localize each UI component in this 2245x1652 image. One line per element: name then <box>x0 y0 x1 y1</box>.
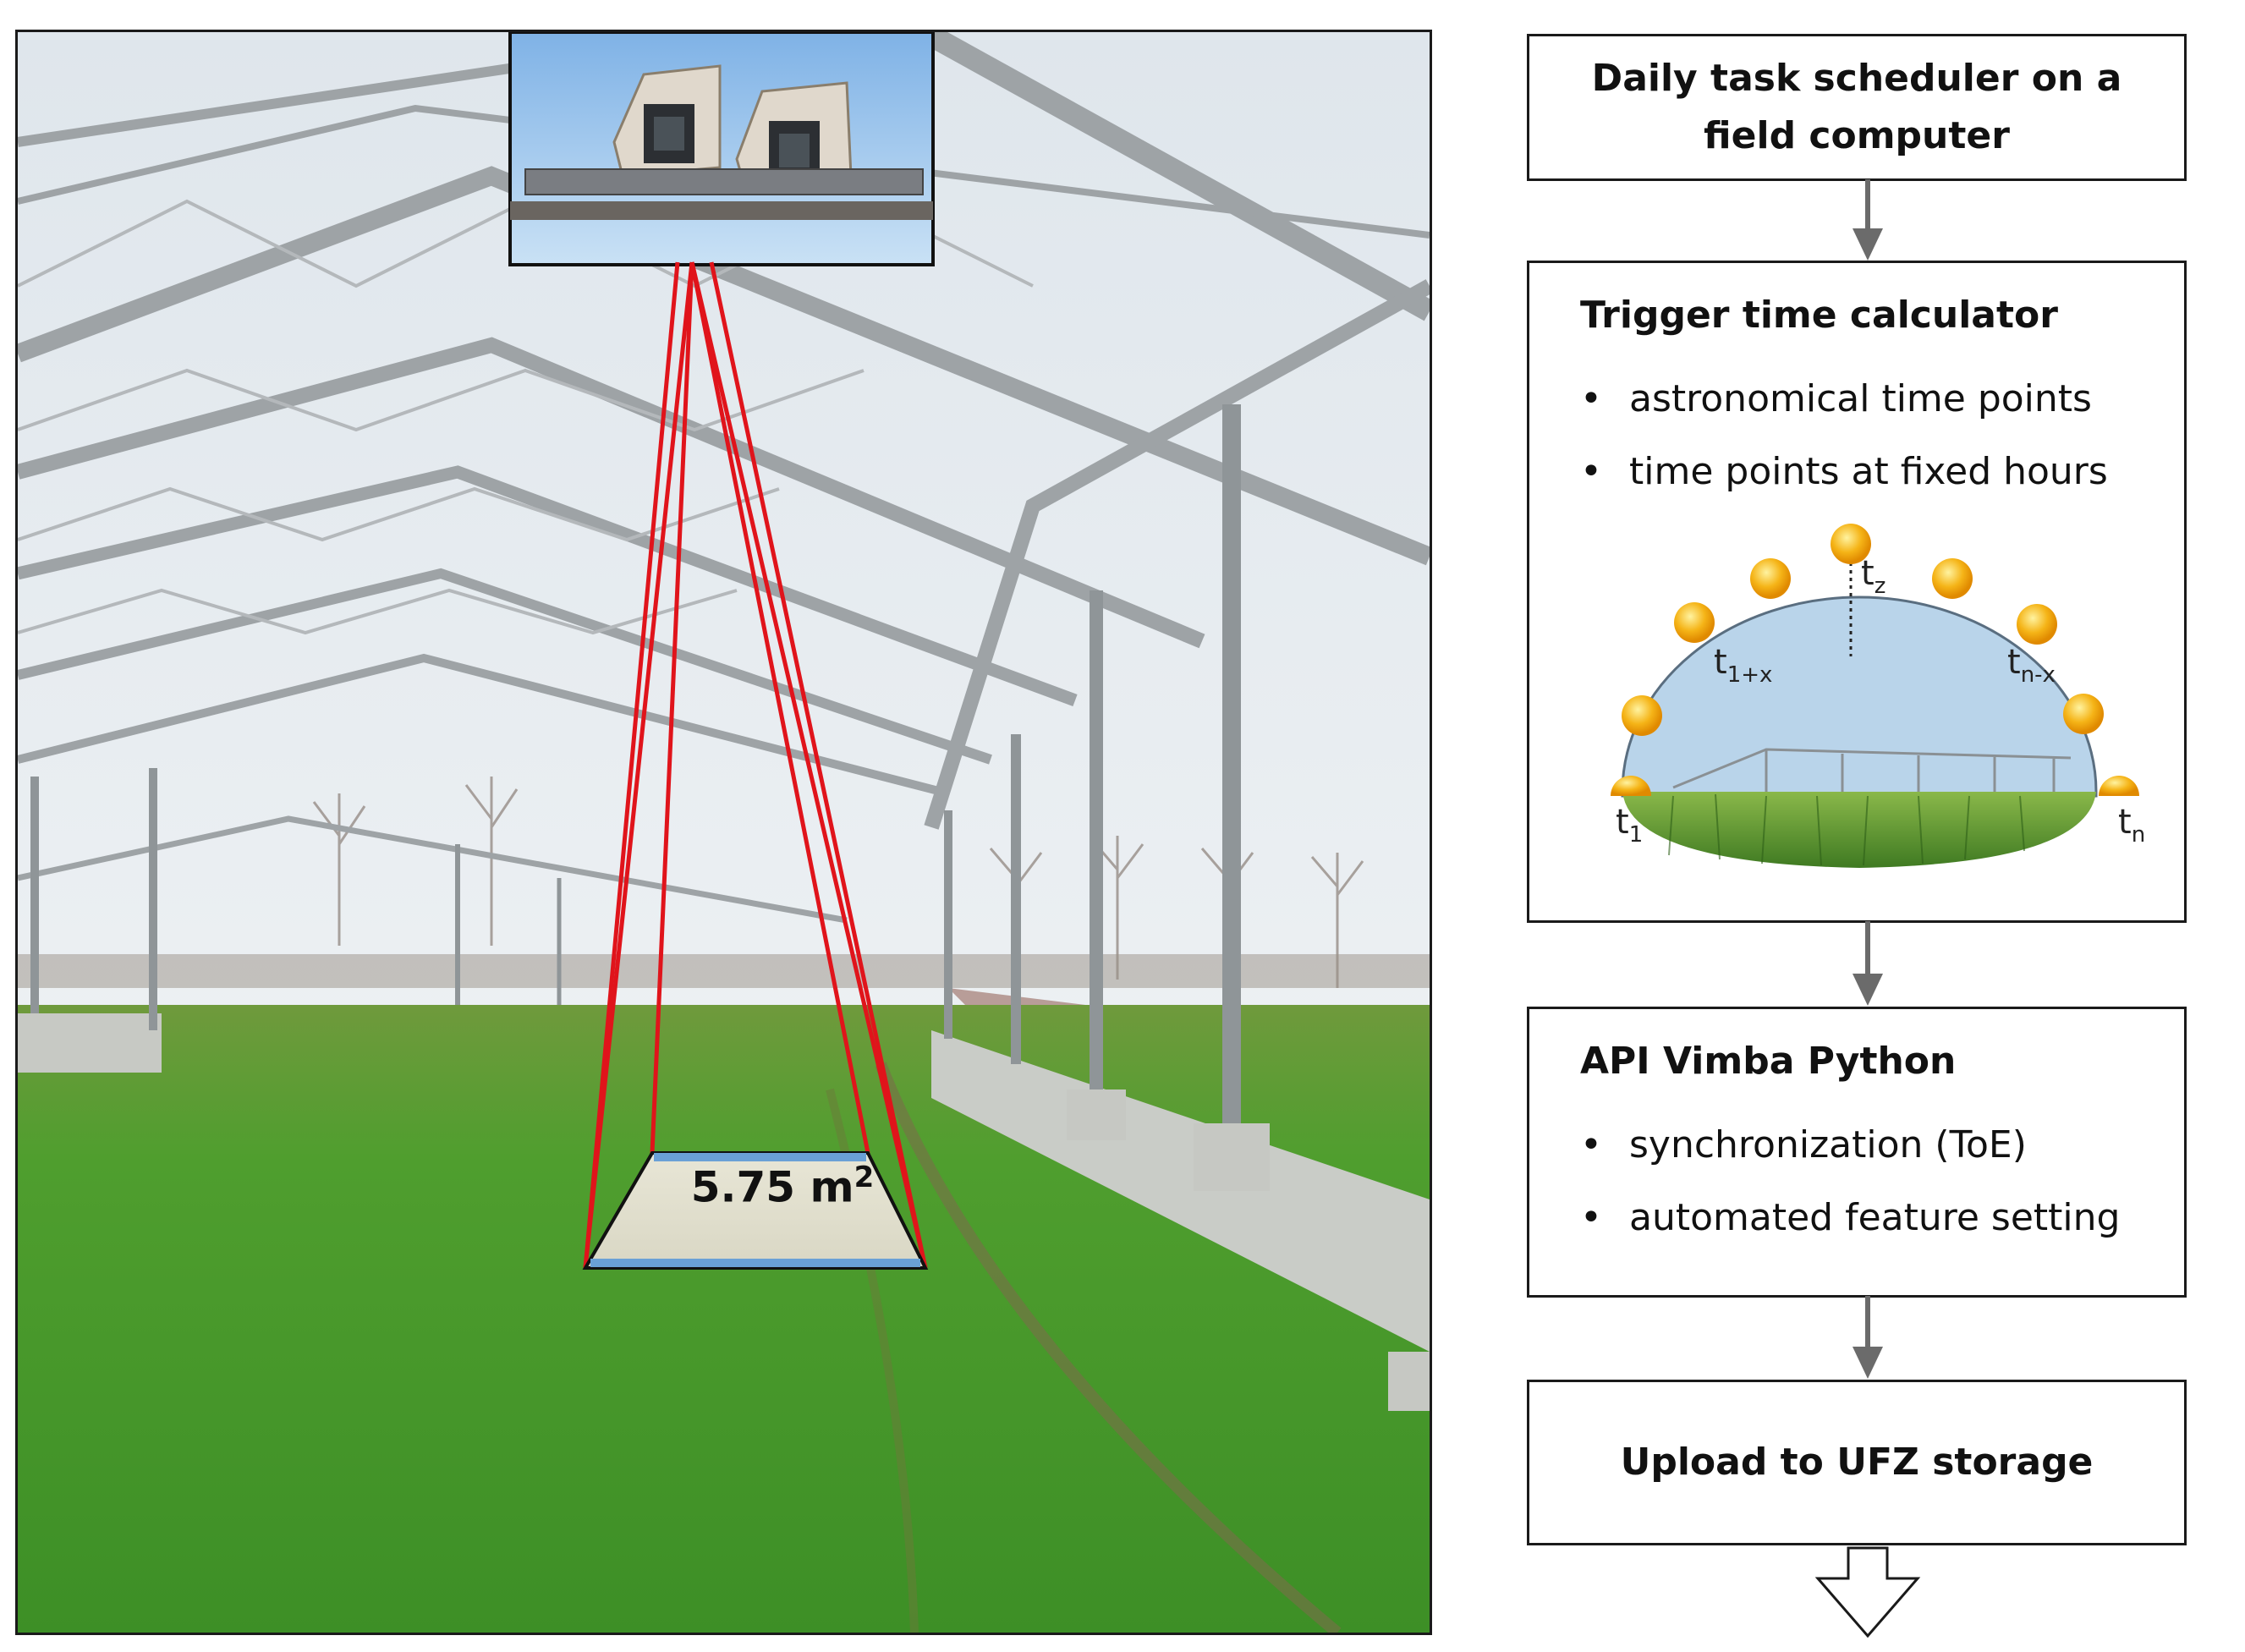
sun-icon <box>1750 558 1791 599</box>
concrete-wall <box>931 1030 1430 1352</box>
label-tnx: tn-x <box>2007 643 2056 688</box>
label-t1x: t1+x <box>1714 643 1772 688</box>
camera-view-frustum <box>583 261 928 1269</box>
api-vimba-box: API Vimba Python •synchronization (ToE) … <box>1527 1007 2187 1298</box>
sun-icon <box>2063 694 2104 734</box>
camera-housing-right <box>735 81 853 190</box>
field-photo-panel <box>15 30 1432 1635</box>
camera-housing-left <box>612 64 722 178</box>
plot-area-label: 5.75 m2 <box>690 1161 875 1212</box>
trigger-bullet-list: •astronomical time points •time points a… <box>1580 363 2108 508</box>
sun-path-diagram: t1 t1+x tz tn-x tn <box>1611 524 2145 868</box>
sun-icon <box>1674 602 1715 643</box>
api-bullet: •automated feature setting <box>1580 1196 2121 1239</box>
sun-positions <box>1611 524 2139 796</box>
scheduler-title: Daily task scheduler on a field computer <box>1591 57 2122 157</box>
sun-icon <box>1932 558 1973 599</box>
api-bullet: •synchronization (ToE) <box>1580 1123 2027 1166</box>
sun-icon <box>1611 776 1651 796</box>
trigger-bullet: •time points at fixed hours <box>1580 450 2108 493</box>
upload-title: Upload to UFZ storage <box>1620 1441 2094 1484</box>
api-title: API Vimba Python <box>1580 1040 1957 1083</box>
roof-structure <box>18 32 1430 924</box>
label-t1: t1 <box>1616 803 1643 848</box>
wheat-field <box>1622 792 2096 868</box>
upload-box: Upload to UFZ storage <box>1527 1380 2187 1545</box>
arrow-api-to-upload <box>1853 1296 1883 1379</box>
sun-icon <box>2099 776 2139 796</box>
output-arrow <box>1814 1546 1921 1638</box>
grass-field <box>18 1005 1430 1633</box>
scheduler-box: Daily task scheduler on a field computer <box>1527 34 2187 181</box>
label-tz: tz <box>1861 554 1885 599</box>
imaged-plot-area <box>582 1151 929 1270</box>
trigger-title: Trigger time calculator <box>1580 294 2058 337</box>
sun-icon <box>2017 604 2057 645</box>
greenhouse-silhouette <box>1672 748 2072 792</box>
sun-icon <box>1831 524 1871 564</box>
field-scene <box>18 32 1430 1633</box>
trigger-calculator-box: Trigger time calculator •astronomical ti… <box>1527 261 2187 923</box>
horizon-trees <box>18 954 1430 988</box>
camera-inset <box>508 32 935 266</box>
support-pillars <box>30 404 1241 1132</box>
arrow-trigger-to-api <box>1853 921 1883 1006</box>
trigger-bullet: •astronomical time points <box>1580 377 2092 420</box>
api-bullet-list: •synchronization (ToE) •automated featur… <box>1580 1109 2120 1254</box>
label-tn: tn <box>2118 803 2145 848</box>
arrow-scheduler-to-trigger <box>1853 179 1883 261</box>
sun-icon <box>1622 695 1662 736</box>
